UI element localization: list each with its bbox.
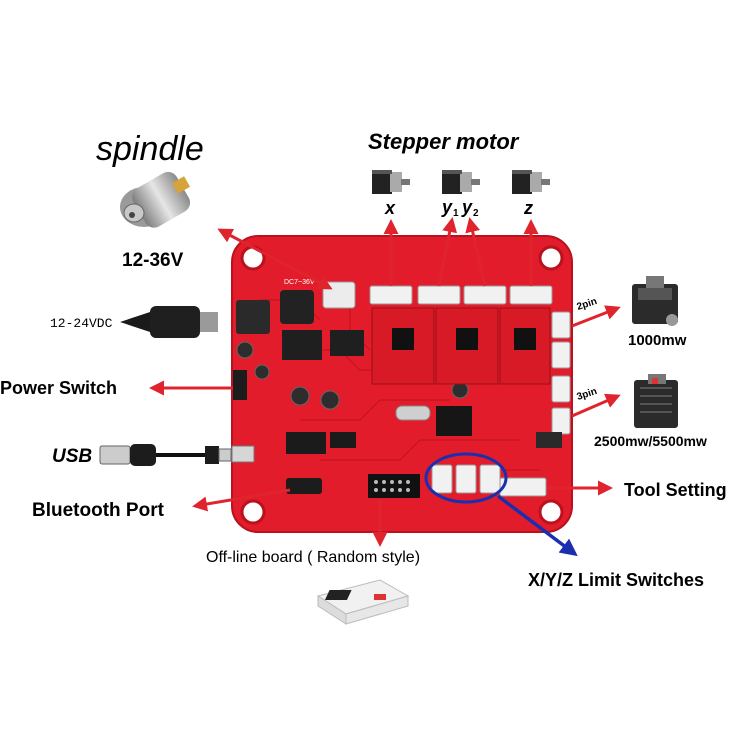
label-axis-z: z: [523, 198, 533, 218]
label-power-input: 12-24VDC: [50, 316, 113, 331]
board-marking: DC7~36V: [284, 279, 315, 286]
label-laser-low-power: 1000mw: [628, 332, 687, 349]
dc-jack: [236, 300, 270, 334]
label-axis-y1-sub: 1: [453, 208, 459, 219]
laser-module-icon-2500mw: [634, 374, 678, 428]
controller-board: DC7~36V: [231, 235, 573, 533]
offline-controller-icon: [316, 579, 410, 625]
label-axis-y2-sub: 2: [473, 208, 479, 219]
stepper-drivers: [371, 307, 551, 385]
label-power-switch: Power Switch: [0, 378, 117, 398]
usb-port: [231, 445, 255, 463]
label-usb: USB: [52, 446, 92, 467]
limit-switch-arrow: [496, 494, 578, 557]
stepper-motor-icon-y1: [442, 170, 480, 194]
offline-header: [368, 474, 420, 498]
label-tool-setting: Tool Setting: [624, 480, 727, 500]
connection-arrows: [149, 217, 621, 547]
stepper-motor-icon-z: [512, 170, 550, 194]
dc-power-plug-icon: [120, 306, 218, 338]
label-laser-high-power: 2500mw/5500mw: [594, 433, 707, 449]
label-offline-board: Off-line board ( Random style): [206, 549, 420, 566]
power-switch: [233, 370, 247, 400]
limit-switch-connectors: [431, 464, 501, 494]
label-axis-y2: y: [461, 197, 473, 217]
label-spindle-voltage: 12-36V: [122, 250, 184, 271]
label-stepper-motor: Stepper motor: [368, 129, 520, 154]
label-laser-high-pins: 3pin: [576, 386, 599, 403]
limit-switch-highlight: [424, 452, 508, 504]
tool-setting-connector: [499, 477, 547, 497]
laser-module-icon-1000mw: [632, 276, 678, 326]
label-axis-y1: y: [441, 197, 453, 217]
label-bluetooth-port: Bluetooth Port: [32, 500, 165, 521]
label-axis-x: x: [384, 198, 396, 218]
label-limit-switches: X/Y/Z Limit Switches: [528, 570, 704, 590]
label-spindle: spindle: [96, 130, 204, 168]
usb-cable-icon: [99, 444, 232, 466]
spindle-motor-icon: [120, 171, 191, 228]
bluetooth-port: [286, 478, 322, 494]
label-laser-low-pins: 2pin: [576, 296, 599, 313]
stepper-motor-icon-x: [372, 170, 410, 194]
